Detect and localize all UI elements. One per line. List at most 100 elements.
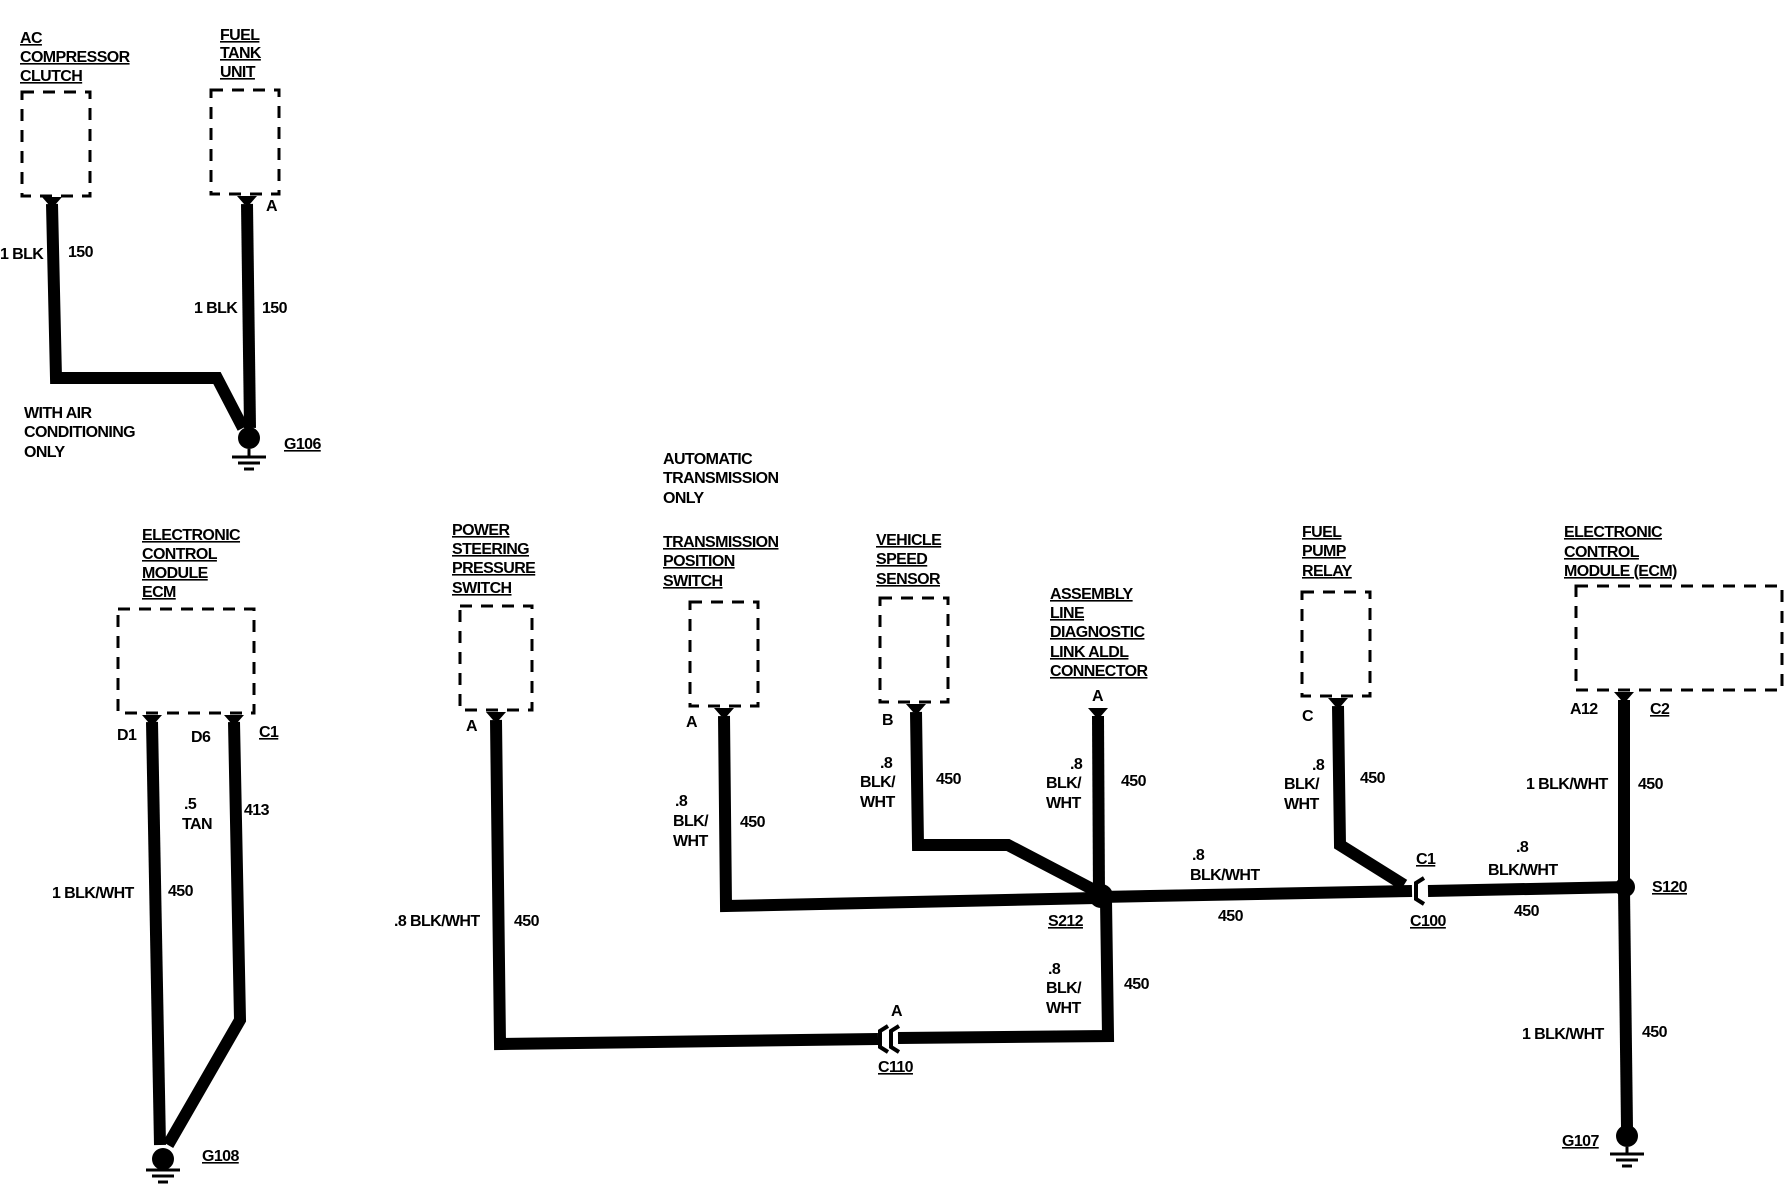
aldl-label-2: LINE — [1050, 605, 1085, 622]
aldl-terminal — [1088, 708, 1108, 716]
ecm-right-label-2: CONTROL — [1564, 544, 1640, 561]
connector-c100: C1 C100 — [1410, 851, 1447, 930]
wire-ecm-d1-450 — [146, 721, 166, 1146]
wire-vss-size-3: WHT — [860, 794, 895, 811]
tps-label-1: TRANSMISSION — [663, 534, 779, 551]
ecm-d6-pin: D6 — [191, 729, 211, 746]
wire-ac-size: 1 BLK — [0, 246, 44, 263]
wire-vss-size-1: .8 — [880, 755, 893, 772]
vss-label-2: SPEED — [876, 551, 927, 568]
transmission-position-switch: AUTOMATIC TRANSMISSION ONLY TRANSMISSION… — [663, 451, 779, 731]
ac-clutch-label-3: CLUTCH — [20, 68, 82, 85]
wire-ps-450 — [490, 719, 879, 1051]
vss-box — [878, 596, 950, 704]
c110-label: C110 — [878, 1059, 914, 1076]
aldl-label-4: LINK ALDL — [1050, 644, 1129, 661]
ground-g106: G106 — [232, 427, 322, 471]
wire-tps-450 — [718, 715, 1097, 913]
s212-splice-dot — [1089, 884, 1113, 908]
wire-s212-c100-num: 450 — [1218, 908, 1244, 925]
ps-label-4: SWITCH — [452, 580, 512, 597]
ecm-right-label-1: ELECTRONIC — [1564, 524, 1663, 541]
ac-only-note-1: WITH AIR — [24, 405, 93, 422]
wire-s212-down-size-1: .8 — [1048, 961, 1061, 978]
wire-s120-gnd-450 — [1618, 889, 1633, 1129]
fuel-tank-pin: A — [266, 198, 278, 215]
wire-tps-size-2: BLK/ — [673, 813, 709, 830]
wire-aldl-450 — [1092, 715, 1105, 897]
tps-pin: A — [686, 714, 698, 731]
c100-label: C100 — [1410, 913, 1447, 930]
wire-s212-c100-450 — [1099, 885, 1413, 903]
connector-c110: A C110 — [878, 1003, 914, 1076]
ps-box — [458, 604, 534, 712]
ps-terminal — [486, 712, 506, 720]
wire-s120-gnd-size: 1 BLK/WHT — [1522, 1026, 1605, 1043]
g108-label: G108 — [202, 1148, 239, 1165]
wire-s120-gnd-num: 450 — [1642, 1024, 1668, 1041]
g108-ground-icon — [152, 1148, 174, 1170]
ac-clutch-terminal — [42, 197, 62, 205]
ecm-left: ELECTRONIC CONTROL MODULE ECM D1 D6 C1 — [116, 527, 280, 746]
wire-c100-s120-num: 450 — [1514, 903, 1540, 920]
wire-relay-size-1: .8 — [1312, 757, 1325, 774]
wire-vss-size-2: BLK/ — [860, 774, 896, 791]
wire-ac-clutch-150 — [46, 203, 249, 431]
wire-aldl-size-2: BLK/ — [1046, 775, 1082, 792]
wire-s212-c100-size-2: BLK/WHT — [1190, 867, 1260, 884]
fuel-tank-label-2: TANK — [220, 45, 262, 62]
wire-tps-num: 450 — [740, 814, 766, 831]
wire-ecm-d6-413 — [162, 721, 247, 1148]
ground-g108: G108 — [146, 1148, 240, 1184]
wire-ecm-tan-num: 413 — [244, 802, 270, 819]
fuel-tank-terminal — [237, 196, 257, 204]
ac-only-note-2: CONDITIONING — [24, 424, 135, 441]
vss-terminal — [906, 704, 926, 712]
vss-label-1: VEHICLE — [876, 532, 942, 549]
vss-pin: B — [882, 712, 893, 729]
wire-c100-s120-size-2: BLK/WHT — [1488, 862, 1558, 879]
ground-g107: G107 — [1562, 1125, 1644, 1168]
g106-label: G106 — [284, 436, 321, 453]
wire-vss-450 — [910, 711, 1097, 896]
fuel-pump-relay: FUEL PUMP RELAY C — [1300, 524, 1372, 725]
wire-fuel-tank-150 — [241, 203, 256, 429]
wire-ecm-tan-size-1: .5 — [184, 796, 197, 813]
ecm-left-label-3: MODULE — [142, 565, 209, 582]
wire-vss-num: 450 — [936, 771, 962, 788]
ecm-left-connector: C1 — [259, 724, 279, 741]
ecm-left-label-1: ELECTRONIC — [142, 527, 241, 544]
wire-relay-450 — [1332, 705, 1408, 891]
wire-s212-down-num: 450 — [1124, 976, 1150, 993]
wire-s212-down-size-2: BLK/ — [1046, 980, 1082, 997]
ecm-d1-pin: D1 — [117, 727, 137, 744]
relay-label-3: RELAY — [1302, 563, 1353, 580]
aldl-label-3: DIAGNOSTIC — [1050, 624, 1145, 641]
ecm-left-box — [116, 607, 256, 715]
ps-label-1: POWER — [452, 522, 510, 539]
ecm-right: ELECTRONIC CONTROL MODULE (ECM) A12 C2 — [1564, 524, 1784, 718]
tps-label-2: POSITION — [663, 553, 735, 570]
wire-s212-down-size-3: WHT — [1046, 1000, 1081, 1017]
vss-label-3: SENSOR — [876, 571, 941, 588]
wire-tps-size-1: .8 — [675, 793, 688, 810]
wire-tps-size-3: WHT — [673, 833, 708, 850]
vehicle-speed-sensor: VEHICLE SPEED SENSOR B — [876, 532, 950, 729]
ecm-a12-terminal — [1614, 692, 1634, 700]
aldl-label-5: CONNECTOR — [1050, 663, 1148, 680]
ecm-d1-terminal — [142, 715, 162, 723]
g107-label: G107 — [1562, 1133, 1599, 1150]
g106-ground-icon — [238, 427, 260, 449]
aldl-pin: A — [1092, 688, 1104, 705]
wire-ps-num: 450 — [514, 913, 540, 930]
ecm-a12-pin: A12 — [1570, 701, 1598, 718]
wire-relay-size-3: WHT — [1284, 796, 1319, 813]
splice-s212: S212 — [1048, 884, 1113, 930]
tps-label-3: SWITCH — [663, 573, 723, 590]
auto-trans-note-1: AUTOMATIC — [663, 451, 753, 468]
wire-s212-c100-size-1: .8 — [1192, 847, 1205, 864]
ac-clutch-label-2: COMPRESSOR — [20, 49, 131, 66]
fuel-tank-label-1: FUEL — [220, 27, 260, 44]
auto-trans-note-3: ONLY — [663, 490, 705, 507]
